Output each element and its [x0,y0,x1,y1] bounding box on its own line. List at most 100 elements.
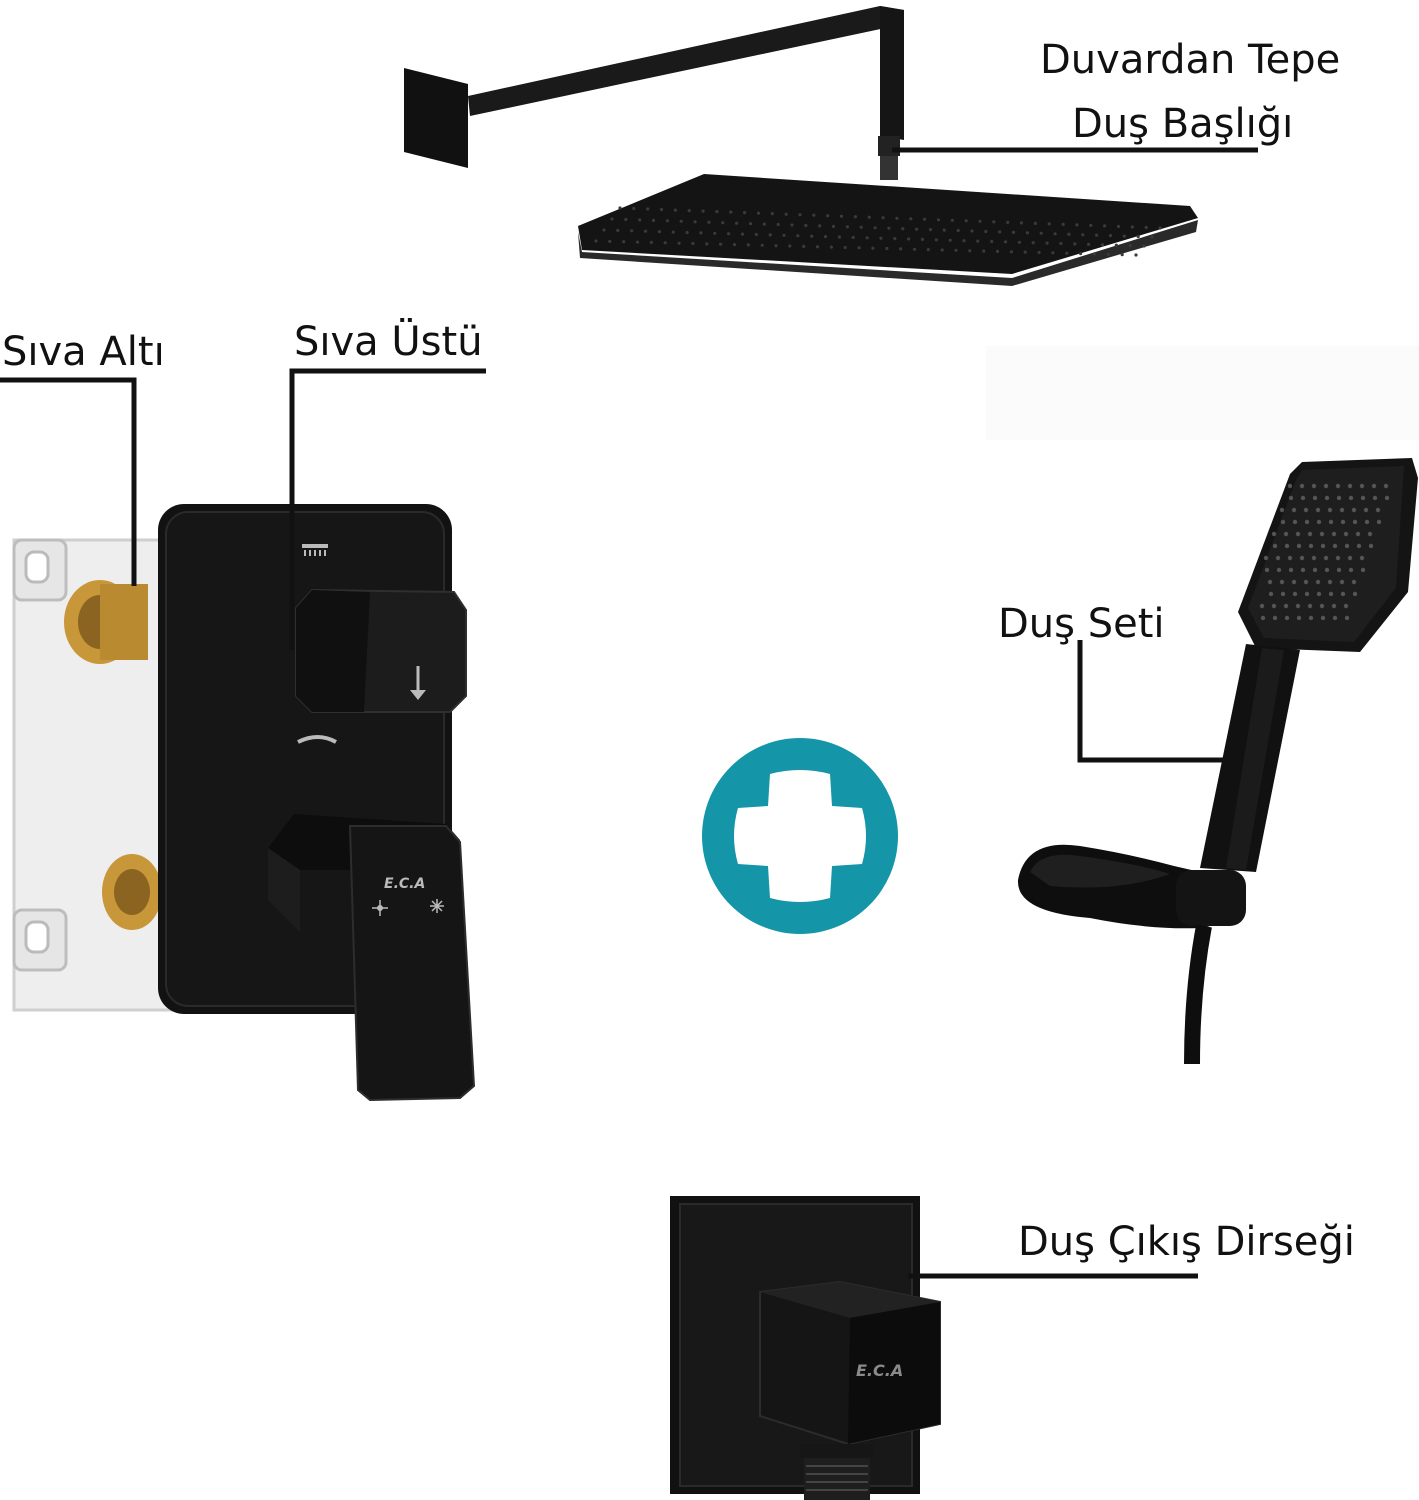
hand-nozzle-dot [1259,603,1265,609]
hand-nozzle-dot [1279,579,1285,585]
nozzle-dot [1053,232,1057,236]
nozzle-dot [818,224,822,228]
hand-nozzle-dot [1335,555,1341,561]
nozzle-dot [1095,233,1099,237]
hand-nozzle-dot [1296,615,1302,621]
hand-nozzle-dot [1283,603,1289,609]
nozzle-dot [1025,231,1029,235]
nozzle-dot [1003,240,1008,244]
hand-nozzle-dot [1292,519,1298,525]
nozzle-dot [1011,230,1016,234]
nozzle-dot [901,227,905,231]
nozzle-dot [657,230,662,234]
hand-nozzle-dot [1304,591,1310,597]
nozzle-dot [594,239,598,243]
hand-nozzle-dot [1327,579,1333,585]
nozzle-dot [812,213,816,217]
nozzle-dot [1092,252,1097,256]
nozzle-dot [774,244,778,248]
nozzle-dot [691,241,695,246]
hand-nozzle-dot [1304,519,1310,525]
nozzle-dot [839,214,844,218]
hand-nozzle-dot [1299,555,1305,561]
hand-nozzle-dot [1299,483,1305,489]
nozzle-dot [859,225,863,229]
concealed-leader-line [0,377,137,586]
nozzle-dot [1009,250,1014,254]
nozzle-dot [610,217,614,221]
hand-nozzle-dot [1312,567,1318,573]
hand-nozzle-dot [1332,543,1338,549]
nozzle-dot [802,244,806,248]
nozzle-dot [1037,250,1041,255]
nozzle-dot [1116,224,1121,229]
hand-nozzle-dot [1311,483,1317,489]
nozzle-dot [815,245,820,249]
nozzle-dot [1051,251,1055,255]
nozzle-dot [796,234,800,238]
nozzle-dot [685,230,689,235]
nozzle-dot [1067,232,1071,236]
nozzle-dot [1075,223,1079,227]
hand-nozzle-dot [1368,543,1374,549]
hand-nozzle-dot [1327,507,1333,513]
hand-nozzle-dot [1336,567,1342,573]
nozzle-dot [1114,243,1118,247]
nozzle-dot [699,231,703,235]
nozzle-dot [879,236,883,240]
hand-nozzle-dot [1339,507,1345,513]
hand-nozzle-dot [1328,519,1334,525]
nozzle-dot [743,211,747,215]
nozzle-dot [671,230,675,234]
nozzle-dot [968,249,972,253]
nozzle-dot [754,232,758,237]
overhead-title-line1: Duvardan Tepe [1040,37,1341,83]
hand-nozzle-dot [1344,543,1350,549]
hand-nozzle-dot [1316,519,1322,525]
hand-nozzle-dot [1352,591,1358,597]
nozzle-dot [1047,222,1051,226]
hand-shower-small-icon [297,735,337,744]
nozzle-dot [784,212,788,216]
nozzle-dot [651,218,656,222]
nozzle-dot [867,215,871,219]
hand-nozzle-dot [1292,591,1298,597]
nozzle-dot [915,227,919,231]
nozzle-dot [622,240,626,244]
hand-nozzle-dot [1260,615,1266,621]
nozzle-dot [857,246,861,250]
nozzle-dot [1100,243,1105,247]
nozzle-dot [978,219,982,223]
hand-nozzle-dot [1328,591,1334,597]
nozzle-dot [1073,242,1077,246]
elbow-label: Duş Çıkış Dirseği [1018,1219,1355,1265]
nozzle-dot [646,207,650,211]
hand-nozzle-dot [1352,519,1358,525]
hand-nozzle-dot [1311,555,1317,561]
nozzle-dot [976,239,980,243]
hand-nozzle-dot [1315,579,1321,585]
hand-nozzle-dot [1323,483,1329,489]
shower-set-leader-line [1077,640,1226,763]
hand-nozzle-dot [1347,483,1353,489]
hand-nozzle-dot [1300,567,1306,573]
hand-nozzle-dot [1275,555,1281,561]
hand-nozzle-dot [1372,495,1378,501]
nozzle-dot [804,223,808,228]
nozzle-dot [954,248,958,252]
nozzle-dot [1144,225,1148,230]
nozzle-dot [732,243,737,247]
nozzle-dot [885,246,889,251]
hand-nozzle-dot [1264,567,1270,573]
hand-nozzle-dot [1303,507,1309,513]
hand-nozzle-dot [1356,543,1362,549]
hand-nozzle-dot [1340,591,1346,597]
nozzle-dot [907,237,911,241]
hand-nozzle-dot [1331,603,1337,609]
overhead-title-line2: Duş Başlığı [1072,101,1294,147]
nozzle-dot [1142,244,1146,248]
nozzle-dot [843,245,847,250]
hand-shower-icon [1017,458,1418,1065]
nozzle-dot [1017,240,1022,244]
nozzle-dot [1136,234,1140,239]
